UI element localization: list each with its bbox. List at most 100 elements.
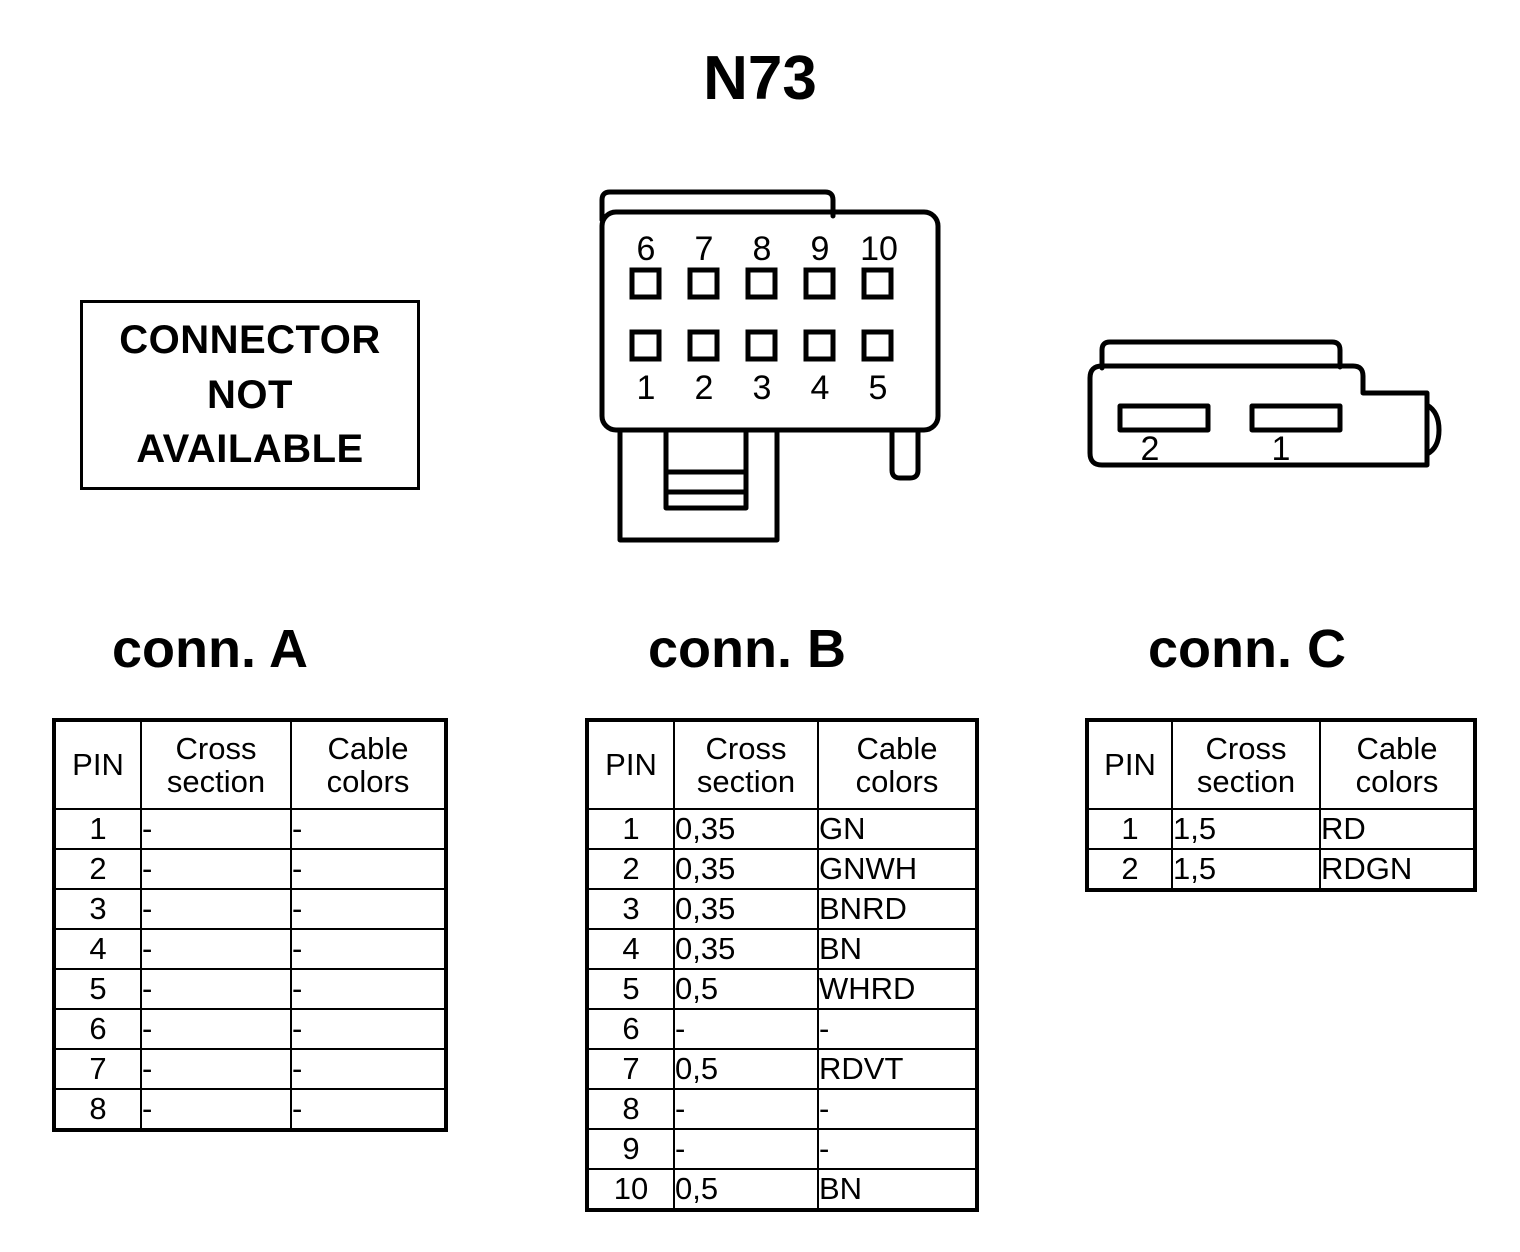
connector-b-label-4: 4 [811,369,830,407]
connector-b-body [599,209,941,433]
cell-pin: 8 [53,1088,142,1131]
table-row: 4-- [53,928,447,970]
cable-colors-line2: colors [855,764,939,799]
cell-cable-colors: BN [817,1168,978,1211]
pin-table-conn-a: PIN Cross section Cable colors 1-- 2-- 3… [52,718,448,1132]
connector-b-pin-3 [745,329,778,362]
cell-pin: 3 [586,888,675,930]
cell-cable-colors: BN [817,928,978,970]
table-row: 1-- [53,808,447,850]
column-header-pin: PIN [586,719,675,810]
connector-b-pin-10 [861,267,894,300]
cell-pin: 1 [1086,808,1173,850]
table-row: 7-- [53,1048,447,1090]
cell-cross-section: 0,35 [673,888,819,930]
connector-b-label-2: 2 [695,369,714,407]
table-row: 5-- [53,968,447,1010]
cell-cable-colors: GN [817,808,978,850]
connector-b-label-8: 8 [753,230,772,268]
cell-pin: 2 [586,848,675,890]
cable-colors-line1: Cable [856,730,938,766]
cell-cable-colors: - [290,1008,447,1050]
cable-colors-line1: Cable [1356,730,1438,766]
column-header-cable-colors: Cable colors [1319,719,1476,810]
cable-colors-line2: colors [1355,764,1439,799]
connector-b-pin-4 [803,329,836,362]
cell-pin: 8 [586,1088,675,1130]
connector-c-body [1087,363,1430,468]
cell-cable-colors: - [290,1048,447,1090]
cell-cross-section: - [140,808,292,850]
cross-section-line1: Cross [1205,730,1287,766]
column-header-cable-colors: Cable colors [817,719,978,810]
connector-b-label-1: 1 [637,369,656,407]
cell-cross-section: - [140,968,292,1010]
cell-cross-section: 0,35 [673,928,819,970]
cell-pin: 2 [53,848,142,890]
cell-pin: 7 [586,1048,675,1090]
cell-cable-colors: RDGN [1319,848,1476,891]
connector-b-pin-8 [745,267,778,300]
connector-c-right-lug [1424,402,1442,457]
heading-conn-b: conn. B [648,619,846,679]
connector-b-label-10: 10 [860,230,898,268]
connector-c-rear-tab [1099,339,1343,371]
cell-cable-colors: RD [1319,808,1476,850]
cross-section-line2: section [696,764,796,799]
connector-b-pin-5 [861,329,894,362]
cell-cross-section: - [140,1048,292,1090]
connector-b-pin-7 [687,267,720,300]
cell-cable-colors: - [290,848,447,890]
table-body-conn-a: 1-- 2-- 3-- 4-- 5-- 6-- 7-- 8-- [53,808,447,1131]
table-row: 3-- [53,888,447,930]
cell-pin: 5 [53,968,142,1010]
connector-c-diagram: 2 1 [1087,339,1442,468]
table-header-row: PIN Cross section Cable colors [586,719,978,810]
cell-cross-section: - [673,1128,819,1170]
cable-colors-line2: colors [326,764,410,799]
cell-cable-colors: - [290,808,447,850]
cell-cross-section: 0,5 [673,968,819,1010]
cell-pin: 6 [53,1008,142,1050]
connector-c-label-2: 2 [1141,430,1160,468]
connector-b-skirt [617,427,780,543]
cell-cross-section: - [140,848,292,890]
cell-cable-colors: - [290,928,447,970]
connector-b-latch [663,427,749,511]
connector-b-side-tab [889,427,921,481]
connector-b-pin-6 [629,267,662,300]
cable-colors-line1: Cable [327,730,409,766]
connector-b-diagram: 6 7 8 9 10 1 2 3 4 5 [599,189,941,543]
connector-b-rear-tab [599,189,836,223]
table-row: 9-- [586,1128,978,1170]
cell-cable-colors: GNWH [817,848,978,890]
column-header-cross-section: Cross section [1171,719,1321,810]
cell-cable-colors: - [290,968,447,1010]
cell-cross-section: - [140,1088,292,1131]
connector-b-pin-1 [629,329,662,362]
cell-pin: 3 [53,888,142,930]
cross-section-line1: Cross [175,730,257,766]
cell-cross-section: 0,5 [673,1048,819,1090]
table-row: 2-- [53,848,447,890]
not-available-line-3: AVAILABLE [136,427,364,472]
connector-b-label-7: 7 [695,230,714,268]
cell-cable-colors: - [290,1088,447,1131]
cell-cable-colors: - [817,1088,978,1130]
cell-cross-section: 0,35 [673,808,819,850]
table-row: 8-- [586,1088,978,1130]
cell-cross-section: - [140,1008,292,1050]
cell-pin: 1 [53,808,142,850]
cell-cross-section: 0,35 [673,848,819,890]
cell-pin: 7 [53,1048,142,1090]
heading-conn-a: conn. A [112,619,308,679]
page-title: N73 [703,44,817,113]
connector-c-label-1: 1 [1272,430,1291,468]
